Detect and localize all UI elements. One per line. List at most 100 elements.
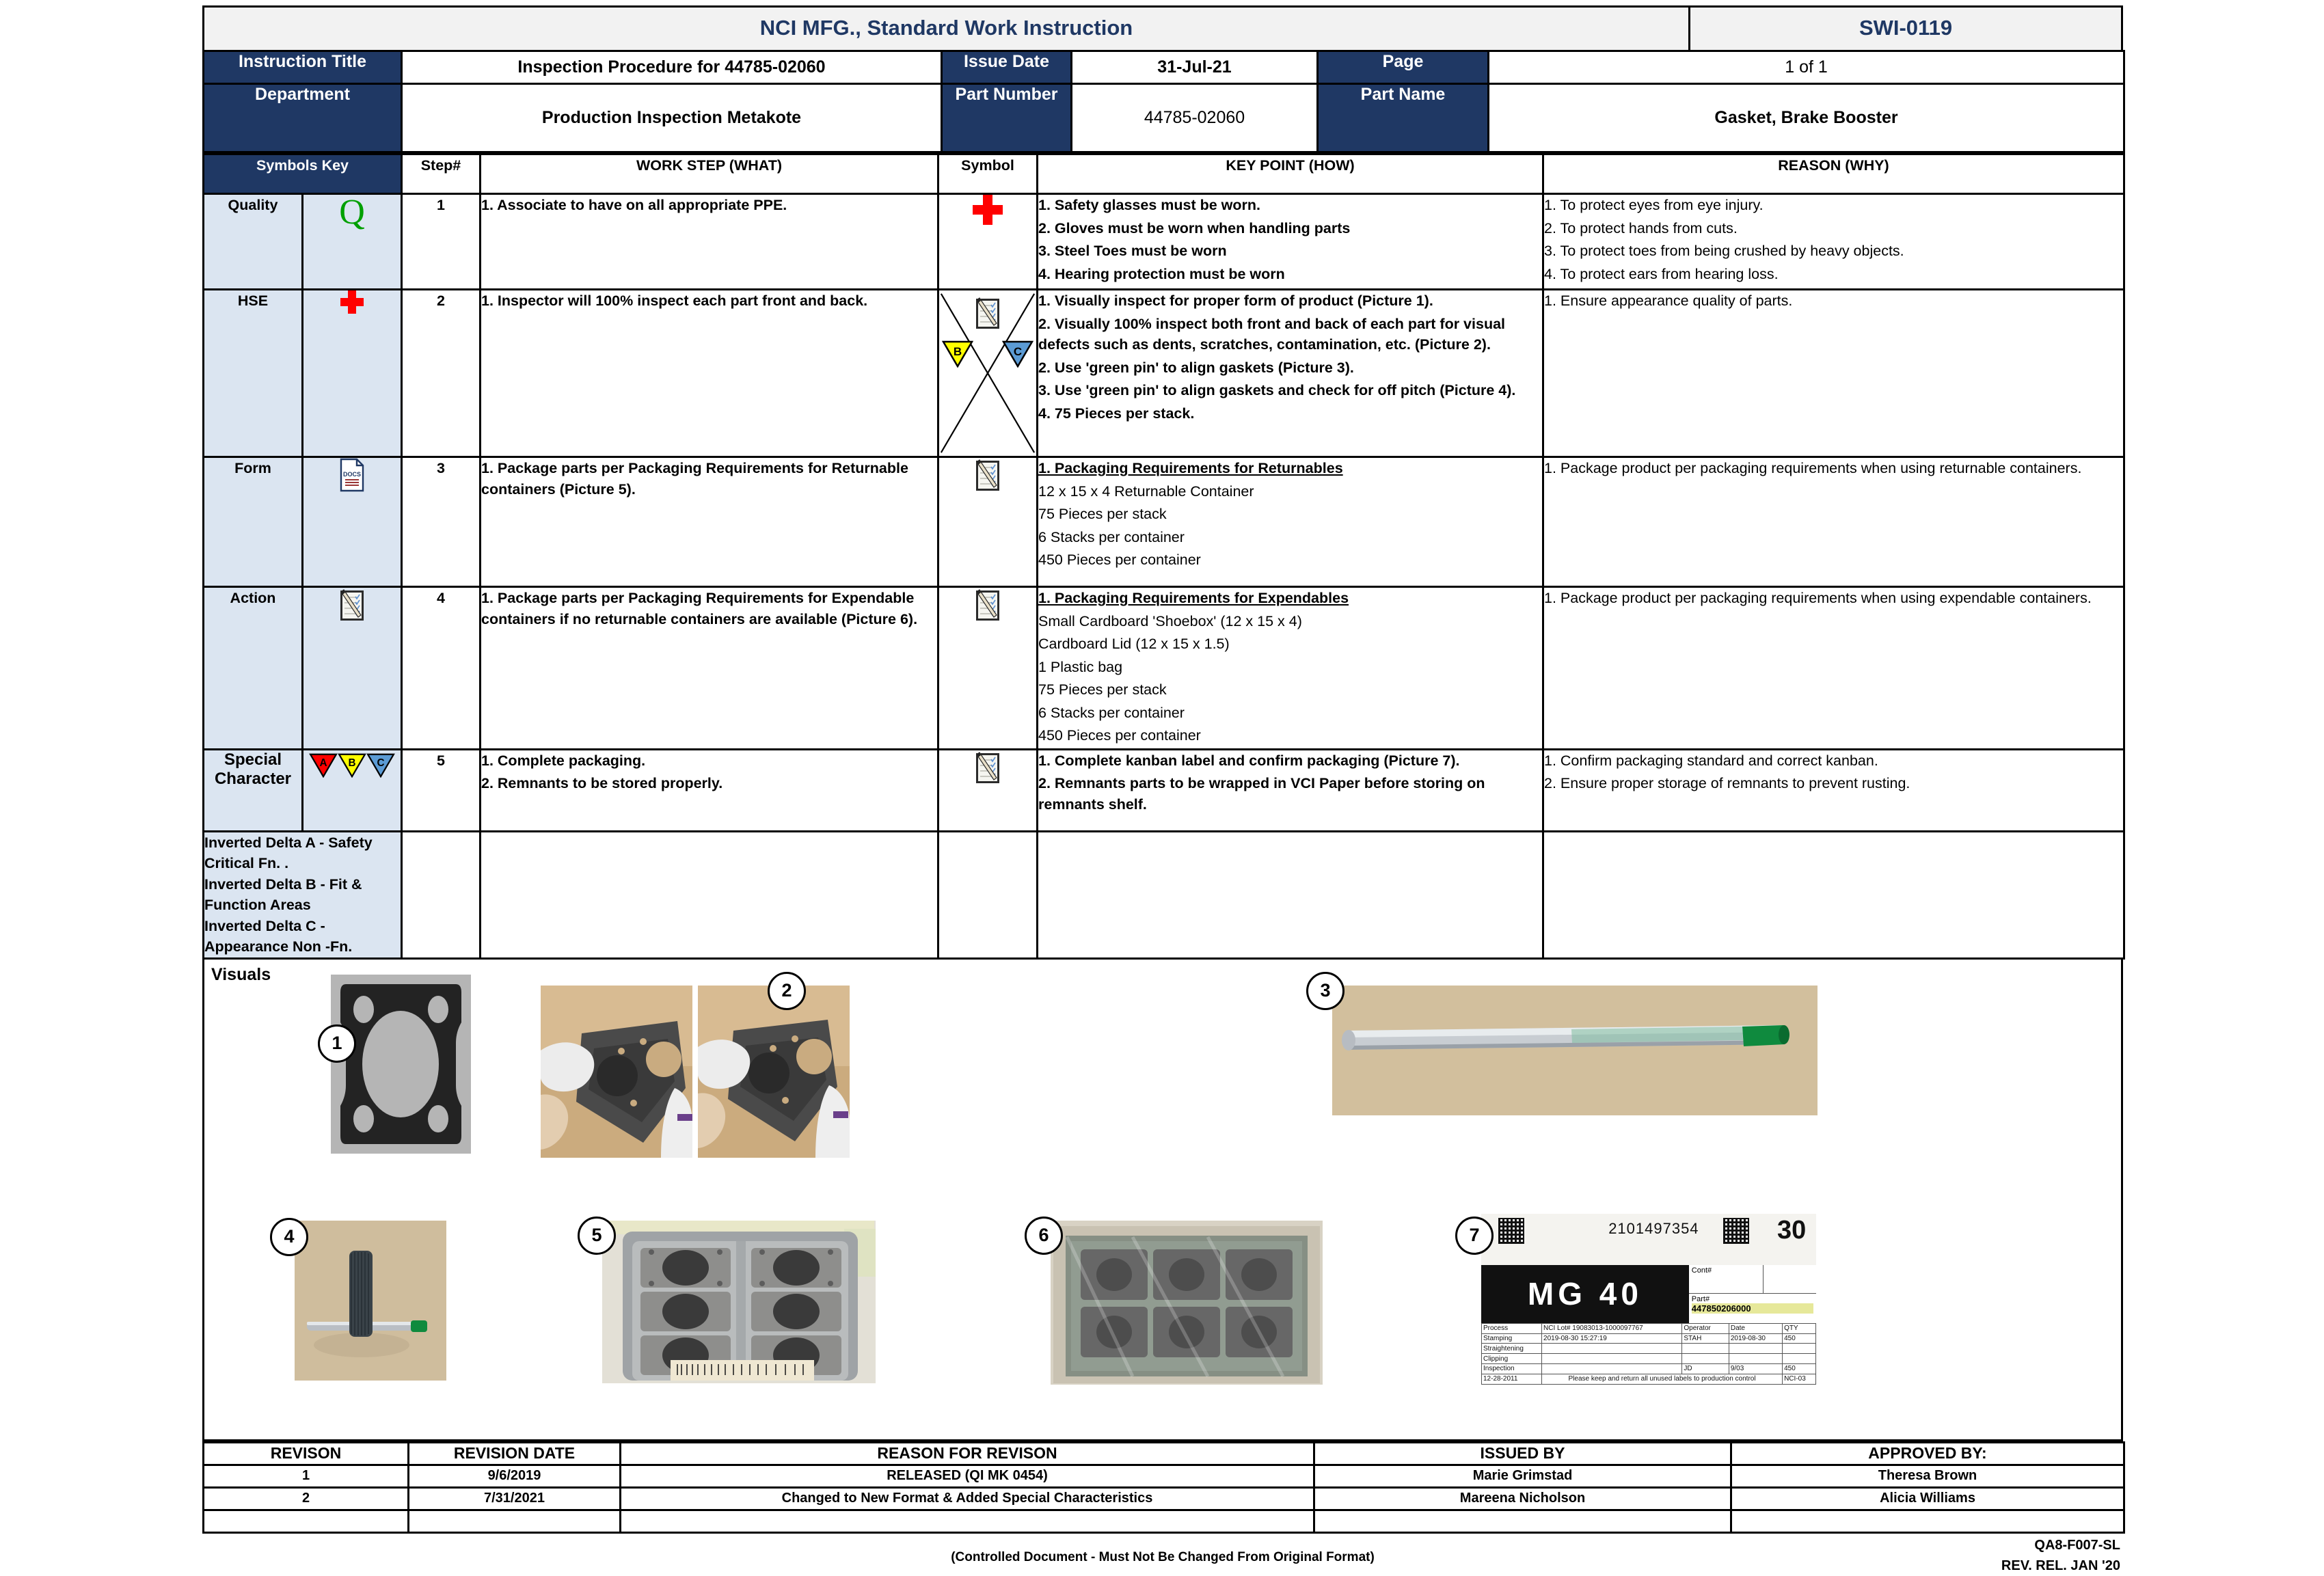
part-number-label: Part Number xyxy=(941,83,1072,153)
rev-date: 7/31/2021 xyxy=(407,1486,621,1511)
reason-text: 1. To protect eyes from eye injury. 2. T… xyxy=(1542,193,2125,290)
key-point-text: 1. Packaging Requirements for Expendable… xyxy=(1036,586,1544,750)
table-row: 12-28-2011 Please keep and return all un… xyxy=(1481,1373,1816,1385)
work-step-text: 1. Complete packaging. 2. Remnants to be… xyxy=(479,748,939,832)
rev-reason: Changed to New Format & Added Special Ch… xyxy=(619,1486,1315,1511)
symbols-key-name-action: Action xyxy=(202,586,303,750)
col-step: Step# xyxy=(401,153,481,195)
symbols-key-name-quality: Quality xyxy=(202,193,303,290)
col-reason: REASON (WHY) xyxy=(1542,153,2125,195)
step-number: 1 xyxy=(401,193,481,290)
svg-text:B: B xyxy=(348,757,355,769)
visuals-section: Visuals 1 2 xyxy=(202,959,2123,1441)
rev-col-revision: REVISON xyxy=(202,1441,409,1466)
green-pin-photo xyxy=(1332,985,1818,1115)
inverted-delta-b-icon: B xyxy=(338,753,366,778)
work-steps-table: Symbols Key Step# WORK STEP (WHAT) Symbo… xyxy=(202,153,2125,960)
kanban-process-detail xyxy=(1541,1363,1683,1374)
rev-col-reason: REASON FOR REVISON xyxy=(619,1441,1315,1466)
qr-code-icon xyxy=(1723,1217,1749,1244)
key-point-line: 3. Use 'green pin' to align gaskets and … xyxy=(1038,382,1516,399)
rev-col-issued-by: ISSUED BY xyxy=(1313,1441,1732,1466)
rev-number xyxy=(202,1508,409,1534)
table-row xyxy=(202,1508,2125,1534)
table-header-row: Process NCI Lot# 19083013-1000097767 Ope… xyxy=(1481,1322,1816,1334)
svg-text:C: C xyxy=(1014,345,1022,358)
legend-blank xyxy=(1542,830,2125,960)
kanban-process-qty xyxy=(1782,1353,1816,1365)
rev-issued-by: Marie Grimstad xyxy=(1313,1463,1732,1489)
step-number: 3 xyxy=(401,456,481,588)
rev-date xyxy=(407,1508,621,1534)
svg-text:B: B xyxy=(954,345,962,358)
kanban-process-qty: 450 xyxy=(1782,1333,1816,1344)
kanban-footer-code: NCI-03 xyxy=(1782,1373,1816,1385)
page-label: Page xyxy=(1316,50,1489,85)
key-point-line: Cardboard Lid (12 x 15 x 1.5) xyxy=(1038,636,1230,653)
step-number: 4 xyxy=(401,586,481,750)
kanban-process-name: Stamping xyxy=(1481,1333,1543,1344)
table-row: Form DOCS 3 1. Package parts per Packagi… xyxy=(202,456,2125,588)
kanban-serial: 2101497354 xyxy=(1608,1219,1699,1237)
inverted-delta-a-icon: A xyxy=(309,753,338,778)
key-point-line: 6 Stacks per container xyxy=(1038,704,1185,721)
visuals-label: Visuals xyxy=(211,964,271,984)
key-point-text: 1. Complete kanban label and confirm pac… xyxy=(1036,748,1544,832)
work-step-line: 1. Package parts per Packaging Requireme… xyxy=(481,590,918,627)
legend-line: Inverted Delta C - Appearance Non -Fn. xyxy=(204,917,353,955)
qr-code-icon xyxy=(1498,1217,1524,1244)
rev-approved-by: Alicia Williams xyxy=(1730,1486,2125,1511)
document-number: SWI-0119 xyxy=(1690,8,2121,50)
key-point-line: 3. Steel Toes must be worn xyxy=(1038,243,1227,260)
col-key-point: KEY POINT (HOW) xyxy=(1036,153,1544,195)
company-title: NCI MFG., Standard Work Instruction xyxy=(204,8,1690,50)
inverted-delta-c-icon: C xyxy=(366,753,395,778)
key-point-line: 4. 75 Pieces per stack. xyxy=(1038,405,1195,422)
inverted-delta-c-icon: C xyxy=(1002,340,1033,368)
symbols-key-name-form: Form xyxy=(202,456,303,588)
clipboard-pencil-icon xyxy=(976,459,999,491)
kanban-process-operator xyxy=(1681,1343,1729,1355)
key-point-line: 75 Pieces per stack xyxy=(1038,681,1167,698)
kanban-mg-code: MG 40 xyxy=(1481,1264,1689,1323)
table-row: Straightening xyxy=(1481,1343,1816,1355)
key-point-line: 450 Pieces per container xyxy=(1038,727,1201,744)
work-step-line: 1. Complete packaging. xyxy=(481,752,646,769)
kanban-footer-note: Please keep and return all unused labels… xyxy=(1541,1373,1783,1385)
docs-page-icon: DOCS xyxy=(340,458,364,492)
inverted-delta-b-icon: B xyxy=(942,340,973,368)
key-point-line: 1. Complete kanban label and confirm pac… xyxy=(1038,752,1460,769)
kanban-process-date: 2019-08-30 xyxy=(1728,1333,1783,1344)
gasket-stack-on-pin-photo xyxy=(295,1220,446,1381)
rev-col-date: REVISION DATE xyxy=(407,1441,621,1466)
photo-badge-3: 3 xyxy=(1306,971,1345,1010)
col-symbols-key: Symbols Key xyxy=(202,153,403,195)
symbol-cell-crossed-out: B C xyxy=(937,288,1038,458)
table-row: Department Production Inspection Metakot… xyxy=(202,83,2125,153)
step-number: 5 xyxy=(401,748,481,832)
reason-line: 1. Package product per packaging require… xyxy=(1544,460,2082,476)
key-point-line: 1. Safety glasses must be worn. xyxy=(1038,197,1261,213)
document-footer: (Controlled Document - Must Not Be Chang… xyxy=(202,1534,2123,1573)
expendable-cardboard-box-photo xyxy=(1051,1220,1323,1385)
reason-line: 1. Ensure appearance quality of parts. xyxy=(1544,293,1793,309)
issue-date-label: Issue Date xyxy=(941,50,1072,85)
kanban-footer-date: 12-28-2011 xyxy=(1481,1373,1543,1385)
table-row: HSE 2 1. Inspector will 100% inspect eac… xyxy=(202,288,2125,458)
kanban-process-name: Inspection xyxy=(1481,1363,1543,1374)
table-row: Clipping xyxy=(1481,1353,1816,1365)
photo-badge-4: 4 xyxy=(270,1217,308,1256)
legend-line: Inverted Delta A - Safety Critical Fn. . xyxy=(204,834,373,872)
kanban-process-operator: JD xyxy=(1681,1363,1729,1374)
controlled-document-note: (Controlled Document - Must Not Be Chang… xyxy=(951,1549,1375,1564)
reason-line: 4. To protect ears from hearing loss. xyxy=(1544,265,1779,282)
kanban-process-date: 9/03 xyxy=(1728,1363,1783,1374)
part-name-label: Part Name xyxy=(1316,83,1489,153)
reason-text: 1. Ensure appearance quality of parts. xyxy=(1542,288,2125,458)
rev-number: 2 xyxy=(202,1486,409,1511)
inverted-delta-legend: Inverted Delta A - Safety Critical Fn. .… xyxy=(202,830,403,960)
rev-reason xyxy=(619,1508,1315,1534)
reason-line: 1. Package product per packaging require… xyxy=(1544,590,2092,606)
key-point-text: 1. Visually inspect for proper form of p… xyxy=(1036,288,1544,458)
symbols-key-name-hse: HSE xyxy=(202,288,303,458)
